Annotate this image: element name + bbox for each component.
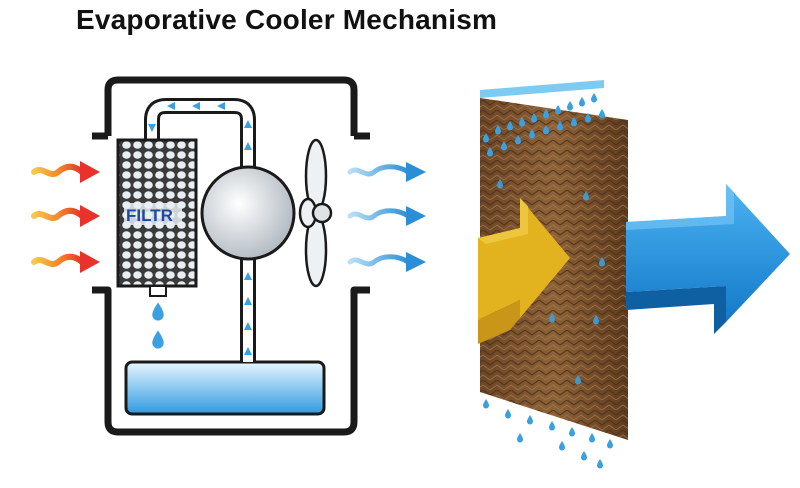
fan-icon: [298, 138, 333, 288]
pump-icon: [200, 165, 296, 261]
filter-panel: FILTR: [116, 138, 198, 297]
warm-air-arrow: [478, 198, 570, 344]
hot-air-arrows: [34, 161, 100, 273]
filter-label: FILTR: [126, 206, 173, 225]
water-tank: [124, 360, 326, 416]
page-title: Evaporative Cooler Mechanism: [76, 4, 498, 35]
cold-air-arrow: [626, 184, 790, 334]
water-drop-icon: [152, 302, 164, 349]
cooler-housing: [92, 76, 370, 436]
cool-air-arrows: [350, 162, 426, 272]
